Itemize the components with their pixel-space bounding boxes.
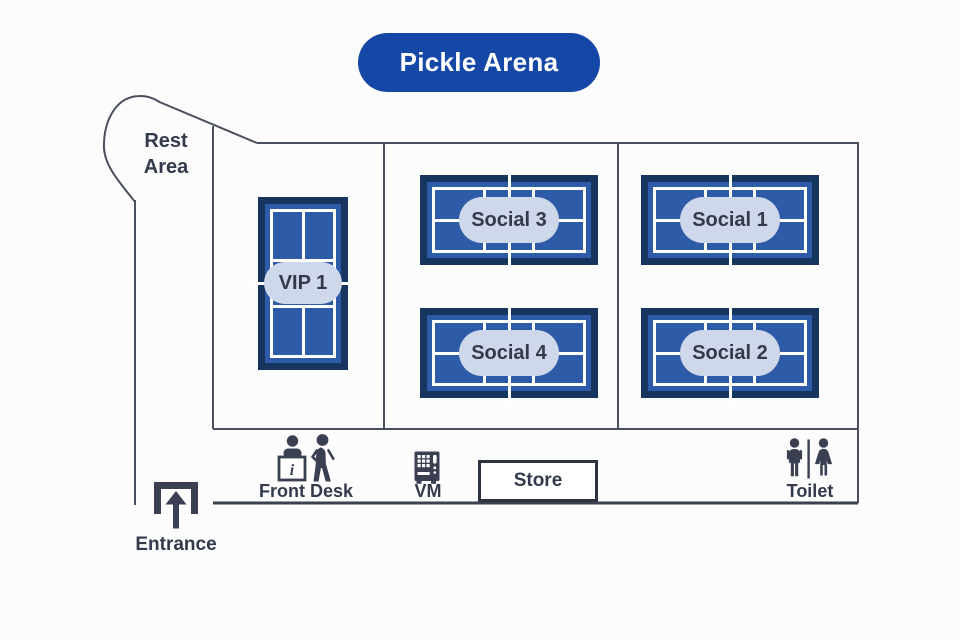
court-center-line (654, 218, 705, 222)
court-label-pill: Social 1 (680, 197, 780, 243)
court-center-line (755, 351, 806, 355)
court-center-line (534, 351, 585, 355)
court-label: Social 1 (692, 208, 768, 231)
court-kitchen-line (271, 305, 335, 308)
court-label: Social 3 (471, 208, 547, 231)
court-center-line (654, 351, 705, 355)
front-desk-label: Front Desk (258, 481, 354, 501)
front-desk-icon: i (276, 433, 338, 483)
rest-area-label: Rest Area (128, 128, 204, 180)
toilet-icon (784, 438, 834, 480)
court-label-pill: Social 2 (680, 330, 780, 376)
rest-area-line1: Rest (144, 130, 188, 152)
page-title: Pickle Arena (358, 33, 600, 92)
court-social-4: Social 4 (420, 301, 598, 405)
court-label: VIP 1 (278, 271, 328, 294)
court-social-1: Social 1 (641, 168, 819, 272)
court-label-pill: Social 3 (459, 197, 559, 243)
vending-machine-label: VM (414, 481, 442, 501)
court-social-3: Social 3 (420, 168, 598, 272)
court-center-line (433, 218, 484, 222)
court-social-2: Social 2 (641, 301, 819, 405)
court-center-line (755, 218, 806, 222)
store-label: Store (513, 470, 563, 491)
court-center-line (433, 351, 484, 355)
court-vip-1: VIP 1 (250, 197, 356, 370)
court-center-line (301, 210, 305, 259)
toilet-label: Toilet (786, 481, 834, 501)
court-label-pill: VIP 1 (264, 262, 342, 304)
court-label: Social 4 (471, 341, 547, 364)
rest-area-curved-wall (102, 94, 258, 203)
court-center-line (301, 308, 305, 357)
court-label-pill: Social 4 (459, 330, 559, 376)
entrance-icon (154, 482, 200, 529)
hall-top-right-wall (257, 142, 859, 503)
court-kitchen-line (271, 259, 335, 262)
svg-text:i: i (290, 462, 295, 479)
store-box: Store (478, 460, 598, 502)
vending-machine-icon (414, 451, 441, 484)
entrance-label: Entrance (135, 534, 217, 555)
rest-area-line2: Area (143, 156, 189, 178)
court-label: Social 2 (692, 341, 768, 364)
court-center-line (534, 218, 585, 222)
page-title-text: Pickle Arena (399, 47, 559, 77)
